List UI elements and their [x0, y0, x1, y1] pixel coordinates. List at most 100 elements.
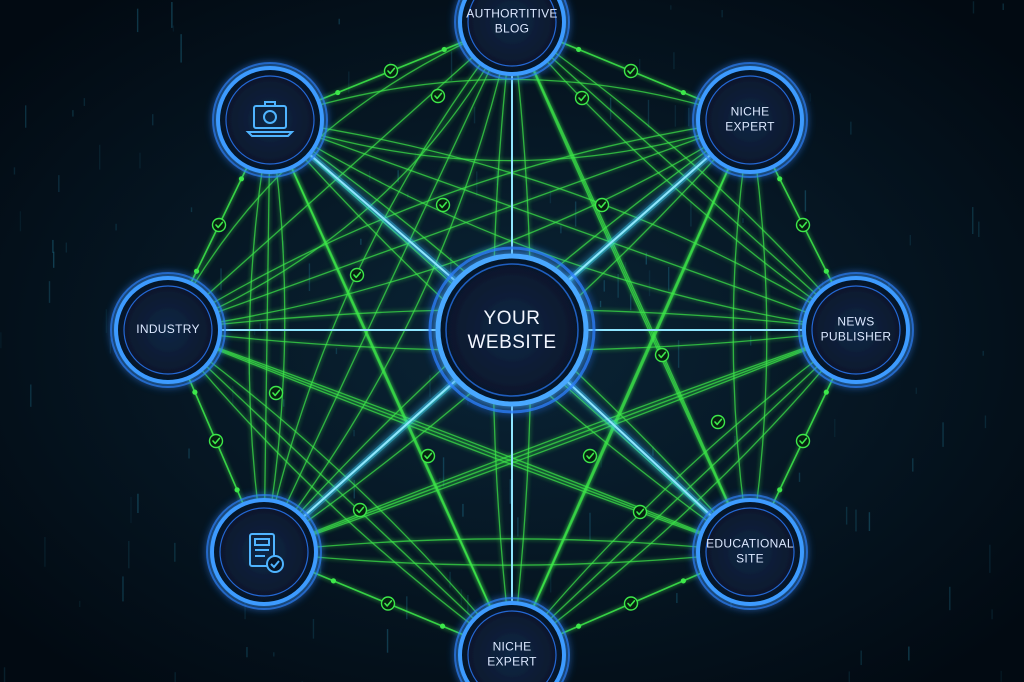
link-dot: [777, 487, 783, 493]
data-streak: [1002, 3, 1004, 11]
data-streak: [282, 399, 285, 407]
data-streak: [246, 647, 248, 658]
mesh-link: [167, 329, 513, 656]
node-label: NEWS: [837, 315, 874, 329]
data-streak: [850, 121, 852, 135]
data-streak: [589, 512, 591, 541]
mesh-link: [511, 21, 857, 331]
data-streak: [152, 114, 154, 126]
data-streak: [58, 175, 60, 193]
link-dot: [238, 176, 245, 182]
mesh-link: [263, 551, 751, 566]
data-streak: [312, 619, 315, 639]
data-streak: [220, 268, 222, 291]
data-streak: [912, 458, 914, 472]
link-dot: [576, 46, 582, 53]
data-streak: [734, 435, 736, 447]
node-label: NICHE: [493, 640, 532, 654]
node-label: EXPERT: [487, 655, 537, 669]
link-dot: [823, 389, 829, 395]
mesh-link: [263, 538, 751, 553]
data-streak: [128, 540, 130, 569]
data-streak: [467, 594, 469, 615]
data-streak: [98, 144, 101, 170]
data-streak: [79, 600, 81, 608]
link-dot: [777, 176, 783, 182]
data-streak: [984, 415, 987, 429]
mesh-link: [732, 119, 751, 553]
data-streak: [3, 667, 6, 682]
data-streak: [915, 387, 917, 394]
check-icon: [574, 90, 590, 106]
data-streak: [397, 170, 399, 183]
data-streak: [1000, 670, 1002, 682]
link-dot: [335, 89, 341, 96]
data-streak: [674, 105, 677, 127]
data-streak: [834, 418, 836, 437]
site-nodes: AUTHORTITIVEBLOGNICHEEXPERTNEWSPUBLISHER…: [110, 0, 914, 682]
hub-label-line-1: YOUR: [484, 308, 541, 329]
link-dot: [192, 389, 198, 395]
data-streak: [353, 429, 355, 437]
data-streak: [188, 448, 190, 459]
data-streak: [335, 348, 338, 355]
mesh-link: [511, 21, 751, 553]
data-streak: [174, 542, 176, 562]
check-icon: [430, 88, 446, 104]
link-dot: [680, 89, 686, 96]
data-streak: [645, 252, 648, 265]
data-streak: [599, 300, 602, 308]
mesh-link: [269, 119, 857, 331]
check-icon: [594, 197, 610, 213]
check-icon: [795, 433, 811, 449]
data-streak: [130, 496, 132, 523]
data-streak: [460, 589, 463, 605]
mesh-link: [263, 119, 271, 553]
data-streak: [647, 99, 650, 128]
data-streak: [670, 5, 672, 10]
data-streak: [860, 650, 862, 666]
data-streak: [978, 221, 980, 238]
data-streak: [442, 457, 445, 487]
check-icon: [383, 63, 399, 79]
data-streak: [629, 294, 632, 311]
data-streak: [180, 34, 182, 63]
node-label: AUTHORTITIVE: [466, 7, 557, 21]
mesh-link: [167, 119, 751, 331]
data-streak: [690, 201, 692, 227]
data-streak: [13, 167, 16, 175]
data-streak: [855, 509, 857, 532]
check-icon: [710, 414, 726, 430]
data-streak: [908, 646, 910, 661]
data-streak: [259, 323, 262, 330]
mesh-link: [167, 329, 513, 656]
data-streak: [617, 273, 619, 298]
hub-node: YOUR WEBSITE: [428, 246, 596, 414]
data-streak: [19, 211, 22, 232]
mesh-link: [263, 119, 286, 553]
node-document: [206, 494, 322, 610]
node-label: EXPERT: [725, 120, 775, 134]
data-streak: [174, 672, 176, 682]
data-streak: [450, 51, 453, 81]
check-icon: [623, 63, 639, 79]
data-streak: [171, 2, 173, 28]
link-dot: [439, 623, 446, 629]
data-streak: [667, 266, 670, 291]
data-streak: [600, 450, 602, 468]
data-streak: [48, 281, 51, 303]
data-streak: [406, 596, 408, 620]
node-label: INDUSTRY: [136, 322, 200, 336]
mesh-link: [248, 119, 271, 553]
data-streak: [688, 107, 690, 127]
hub-label-line-2: WEBSITE: [467, 332, 556, 353]
data-streak: [65, 242, 68, 253]
data-streak: [868, 512, 871, 532]
data-streak: [991, 609, 993, 620]
camera-laptop-icon: [245, 101, 295, 137]
node-label: BLOG: [495, 22, 530, 36]
data-streak: [450, 257, 452, 276]
